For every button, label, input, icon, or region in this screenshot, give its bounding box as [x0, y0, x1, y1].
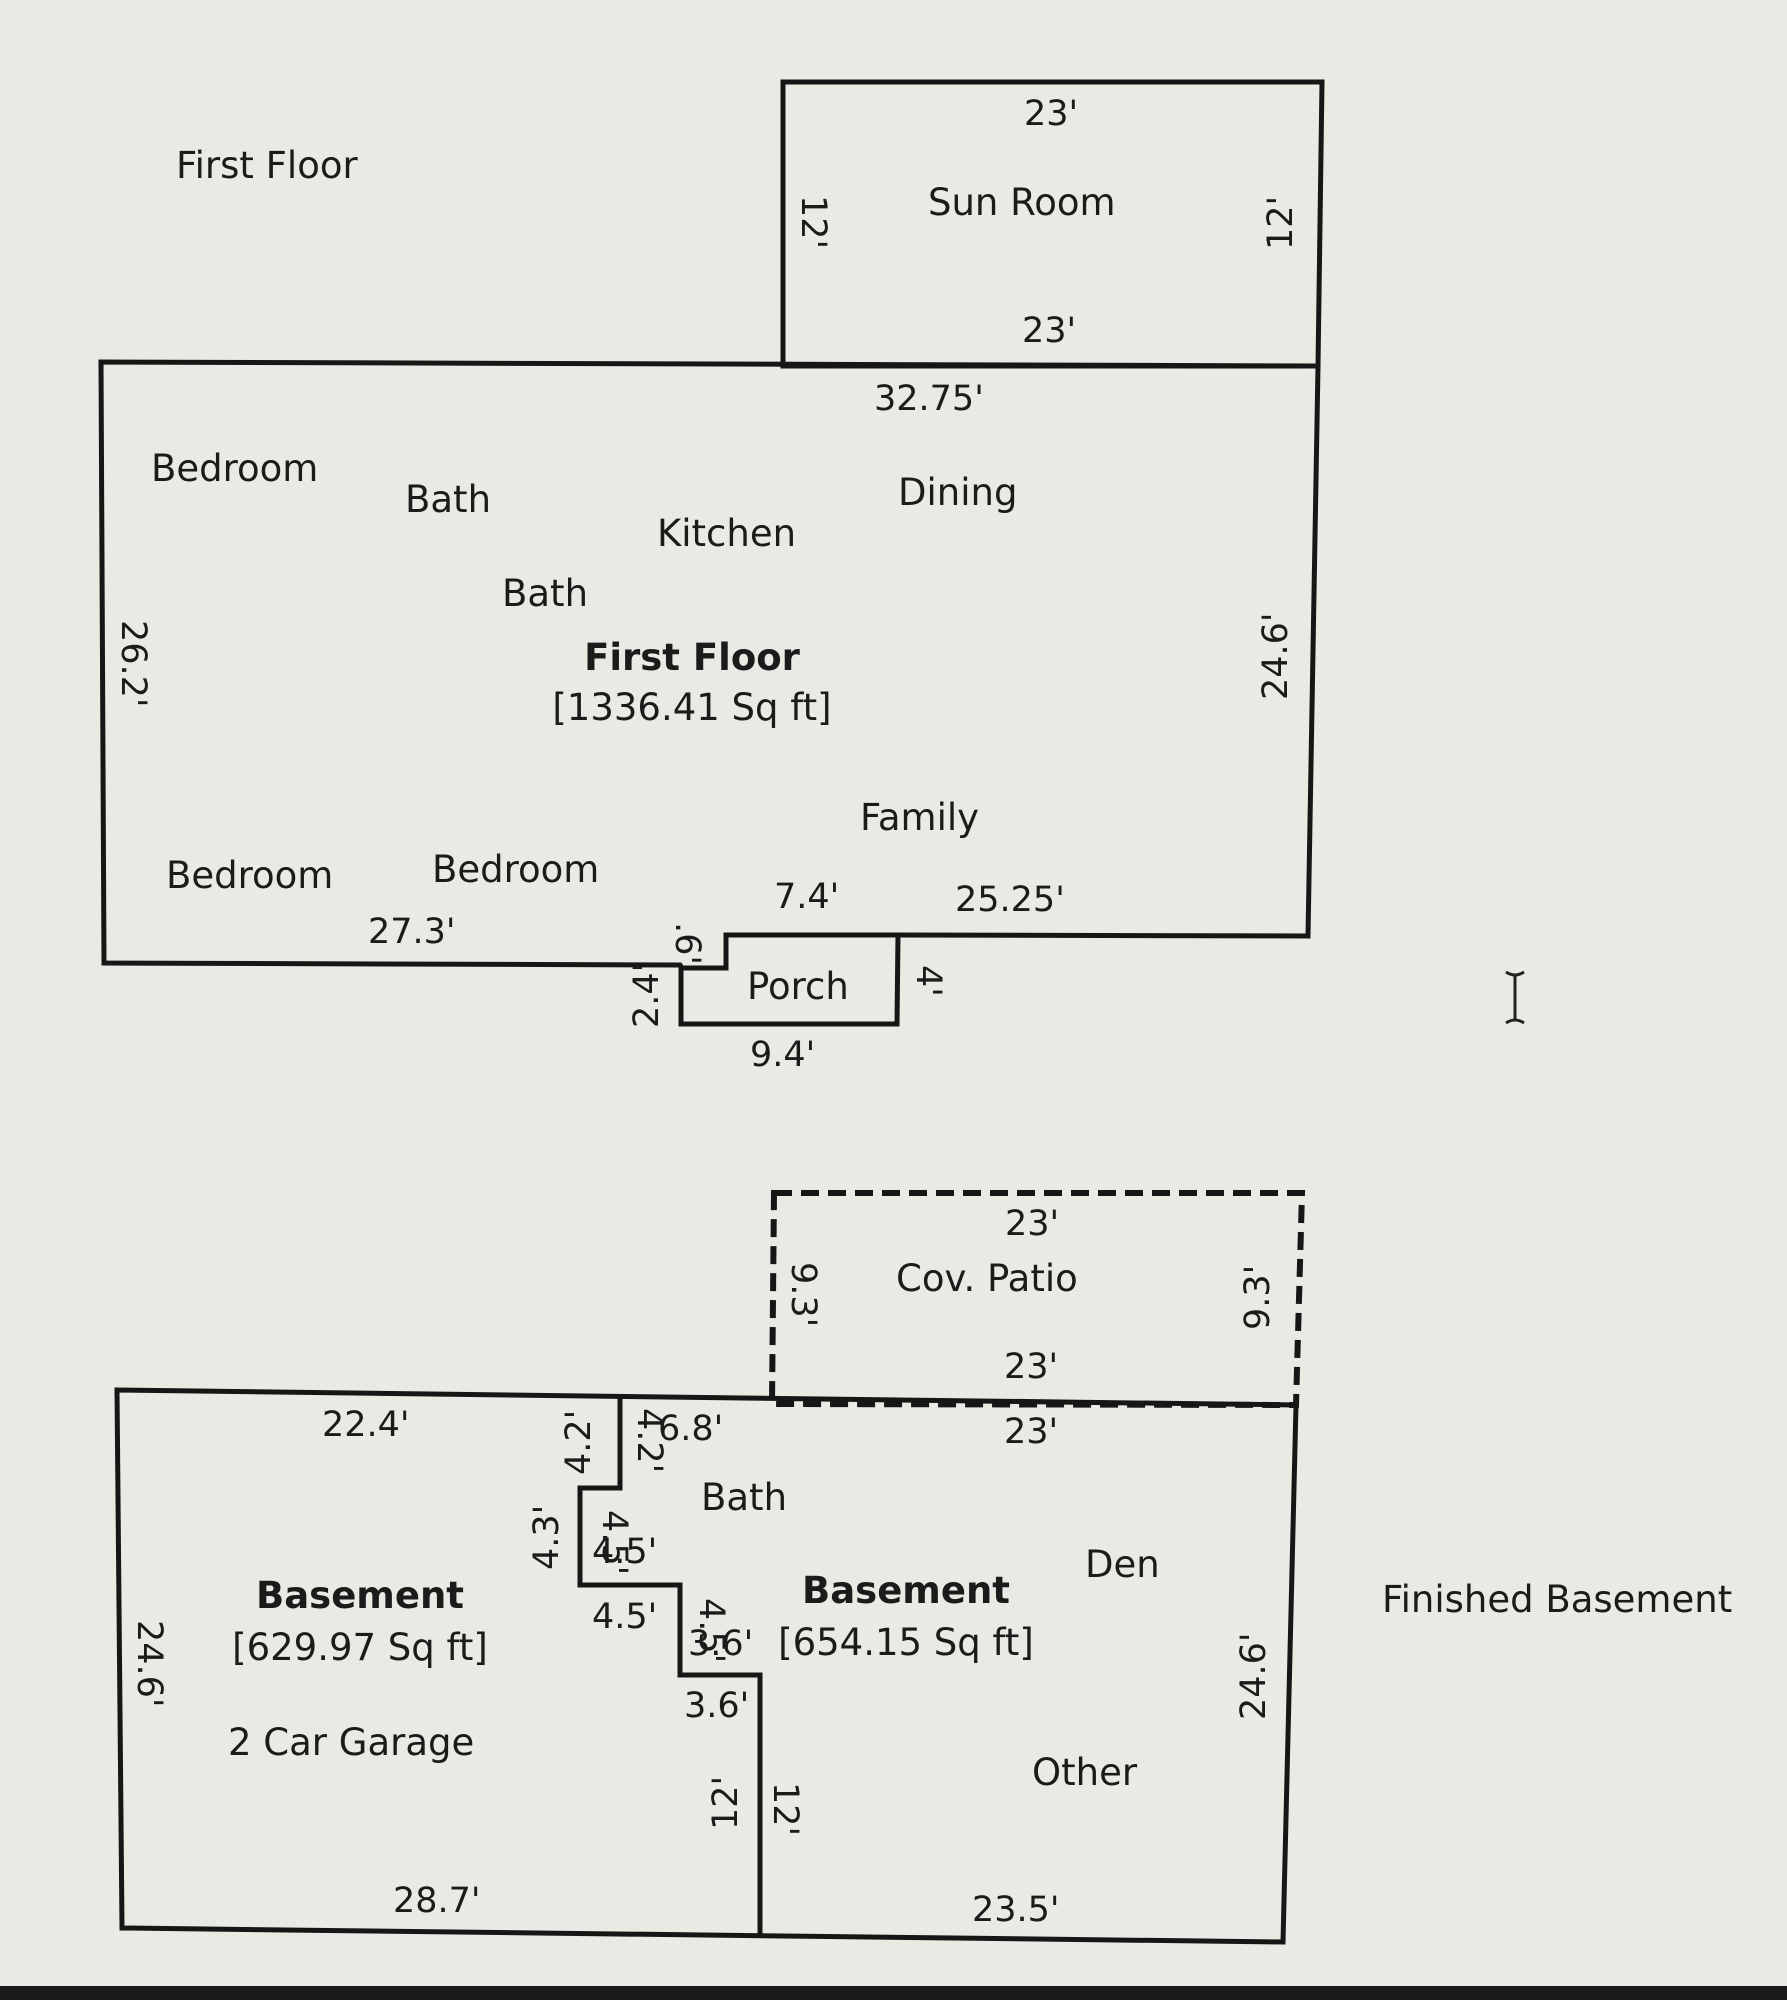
- covered-patio-dim-bottom: 23': [1004, 1347, 1058, 1387]
- basement-left-dim-step-f: 12': [706, 1776, 746, 1830]
- first-floor-room-bath-2: Bath: [502, 572, 588, 615]
- first-floor-room-kitchen: Kitchen: [657, 512, 796, 555]
- basement-room-other: Other: [1032, 1751, 1138, 1794]
- first-floor-dim-porch-step: 7.4': [774, 877, 839, 917]
- basement-left-title: Basement: [256, 1574, 464, 1617]
- basement-outline: [114, 1387, 1299, 1945]
- sun-room-dim-left: 12': [793, 195, 833, 249]
- sun-room-dim-top: 23': [1024, 94, 1078, 134]
- basement-left-dim-step-a: 4.3': [527, 1505, 567, 1570]
- basement-right-dim-step-a: 4.2': [629, 1408, 669, 1473]
- finished-basement-heading: Finished Basement: [1382, 1578, 1732, 1621]
- basement-right-dim-left: 12': [765, 1782, 805, 1836]
- basement-right-dim-step-b: 4.5': [691, 1598, 731, 1663]
- porch-outline: [678, 932, 901, 1027]
- first-floor-dim-left: 26.2': [113, 620, 153, 708]
- sun-room-dim-bottom: 23': [1022, 311, 1076, 351]
- first-floor-dim-porch-small: .6': [667, 922, 707, 965]
- first-floor-room-bath: Bath: [405, 478, 491, 521]
- basement-right-dim-top-small: 6.8': [658, 1409, 723, 1449]
- first-floor-dim-top: 32.75': [874, 379, 984, 419]
- first-floor-room-bedroom-2: Bedroom: [166, 854, 333, 897]
- porch-dim-right: 4': [908, 965, 948, 997]
- sun-room-label: Sun Room: [928, 181, 1116, 224]
- basement-right-dim-step-c: 3.6': [688, 1624, 753, 1664]
- basement-left-dim-bottom: 28.7': [393, 1881, 481, 1921]
- covered-patio-dim-left: 9.3': [783, 1262, 823, 1327]
- basement-left-dim-step-d: 4.5': [592, 1597, 657, 1637]
- basement-left-dim-step-e: 3.6': [684, 1686, 749, 1726]
- basement-room-bath: Bath: [701, 1476, 787, 1519]
- basement-room-garage: 2 Car Garage: [228, 1721, 474, 1764]
- first-floor-dim-right: 24.6': [1256, 612, 1296, 700]
- first-floor-dim-bottom-right: 25.25': [955, 880, 1065, 920]
- first-floor-room-bedroom: Bedroom: [151, 447, 318, 490]
- first-floor-heading: First Floor: [176, 144, 358, 187]
- text-cursor-icon: [1505, 970, 1525, 1025]
- basement-left-dim-top: 22.4': [322, 1405, 410, 1445]
- basement-right-title: Basement: [802, 1569, 1010, 1612]
- first-floor-area: [1336.41 Sq ft]: [552, 686, 831, 729]
- screen-bottom-edge: [0, 1986, 1787, 2000]
- basement-right-dim-top: 23': [1004, 1412, 1058, 1452]
- basement-room-den: Den: [1085, 1543, 1160, 1586]
- sun-room-dim-right: 12': [1261, 196, 1301, 250]
- covered-patio-dim-right: 9.3': [1238, 1265, 1278, 1330]
- basement-left-dim-left: 24.6': [129, 1620, 169, 1708]
- first-floor-room-bedroom-3: Bedroom: [432, 848, 599, 891]
- covered-patio-label: Cov. Patio: [896, 1257, 1078, 1300]
- first-floor-room-dining: Dining: [898, 471, 1017, 514]
- porch-dim-bottom: 9.4': [750, 1035, 815, 1075]
- covered-patio-dim-top: 23': [1005, 1204, 1059, 1244]
- basement-left-area: [629.97 Sq ft]: [232, 1626, 488, 1669]
- first-floor-room-family: Family: [860, 796, 979, 839]
- basement-right-dim-right: 24.6': [1234, 1632, 1274, 1720]
- first-floor-title: First Floor: [584, 636, 801, 679]
- basement-right-area: [654.15 Sq ft]: [778, 1621, 1034, 1664]
- porch-dim-left: 2.4': [627, 963, 667, 1028]
- basement-right-dim-step-d: 4.5': [594, 1510, 634, 1575]
- basement-right-dim-bottom: 23.5': [972, 1890, 1060, 1930]
- basement-left-dim-step-b: 4.2': [559, 1410, 599, 1475]
- basement-stepped-wall: [577, 1398, 763, 1936]
- first-floor-dim-bottom-left: 27.3': [368, 912, 456, 952]
- basement-left-dim-step-c: 4.5': [592, 1532, 657, 1572]
- porch-label: Porch: [747, 965, 849, 1008]
